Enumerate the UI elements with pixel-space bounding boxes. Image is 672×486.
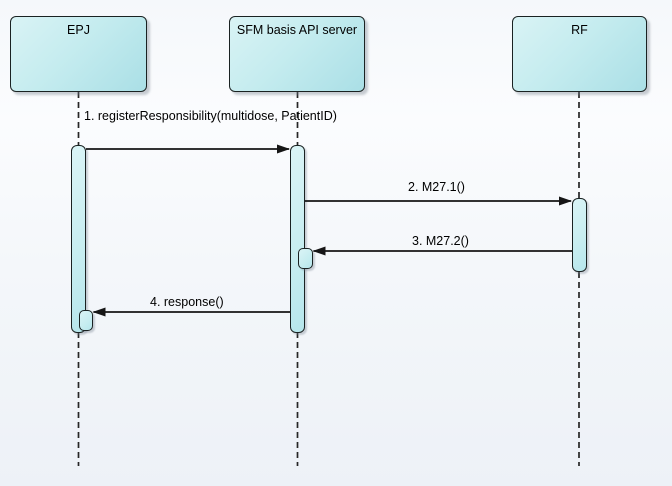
actor-sfm-basis-api-server: SFM basis API server (229, 16, 365, 92)
actor-rf-label: RF (571, 23, 588, 37)
message-3-label: 3. M27.2() (412, 234, 469, 248)
activation-epj-main (71, 145, 86, 333)
activation-sfm-nested (297, 248, 313, 269)
actor-sfm-label: SFM basis API server (236, 23, 358, 37)
message-2-arrowhead (559, 196, 572, 206)
message-2-label: 2. M27.1() (408, 180, 465, 194)
message-4-label: 4. response() (150, 295, 224, 309)
activation-epj-nested (78, 310, 93, 331)
actor-rf: RF (512, 16, 647, 92)
activation-rf (572, 198, 587, 272)
actor-epj-label: EPJ (67, 23, 90, 37)
activation-sfm-main (290, 145, 305, 333)
message-4-arrowhead (92, 307, 106, 317)
message-1-label: 1. registerResponsibility(multidose, Pat… (84, 109, 337, 123)
message-3-arrowhead (312, 246, 326, 256)
message-1-arrowhead (277, 144, 290, 154)
actor-epj: EPJ (10, 16, 147, 92)
